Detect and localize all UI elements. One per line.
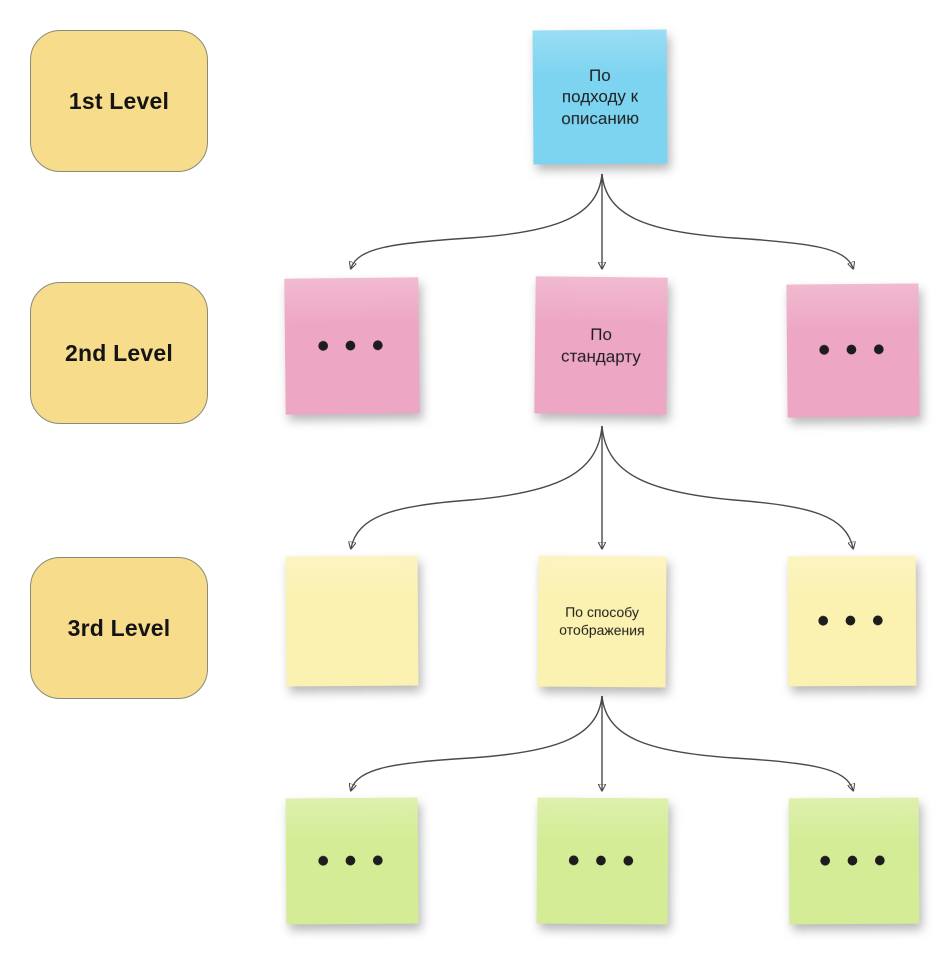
connector-group-level3-to-level4: [351, 695, 853, 790]
sticky-note-yellow-right[interactable]: • • •: [787, 555, 917, 687]
sticky-note-ellipsis: • • •: [818, 330, 888, 370]
note-sheen: [786, 283, 919, 330]
sticky-note-ellipsis: • • •: [819, 841, 889, 880]
note-sheen: [285, 555, 418, 601]
note-sheen: [284, 277, 419, 325]
sticky-note-text: По подходу к описанию: [561, 66, 640, 128]
level-label-2nd: 2nd Level: [65, 339, 173, 366]
sticky-note-ellipsis: • • •: [317, 841, 387, 880]
sticky-note-ellipsis: • • •: [316, 326, 387, 366]
connector-group-level1-to-level2: [351, 173, 853, 268]
note-sheen: [285, 797, 418, 842]
note-sheen: [787, 555, 916, 601]
connector-l2-to-left: [351, 425, 603, 548]
sticky-note-podhod[interactable]: По подходу к описанию: [532, 29, 668, 165]
sticky-note-green-right[interactable]: • • •: [788, 797, 920, 925]
note-sheen: [537, 797, 669, 842]
sticky-note-pink-right[interactable]: • • •: [786, 283, 920, 418]
sticky-note-standart[interactable]: По стандарту: [534, 276, 668, 415]
sticky-note-green-mid[interactable]: • • •: [536, 797, 669, 925]
level-box-3rd: 3rd Level: [30, 557, 208, 699]
level-box-1st: 1st Level: [30, 30, 208, 172]
note-sheen: [788, 797, 919, 842]
connector-l2-to-right: [601, 425, 853, 548]
connector-group-level2-to-level3: [351, 425, 853, 548]
sticky-note-green-left[interactable]: • • •: [285, 797, 419, 925]
sticky-note-ellipsis: • • •: [567, 841, 638, 880]
sticky-note-text: По способу отображения: [559, 603, 645, 638]
note-sheen: [538, 555, 667, 601]
connector-l1-to-right: [601, 173, 853, 268]
connector-l3-to-right: [601, 695, 853, 790]
sticky-note-yellow-left[interactable]: [285, 555, 419, 687]
level-label-3rd: 3rd Level: [67, 614, 171, 641]
level-box-2nd: 2nd Level: [30, 282, 208, 424]
sticky-note-sposob[interactable]: По способу отображения: [537, 555, 667, 688]
note-sheen: [535, 276, 668, 325]
sticky-note-pink-left[interactable]: • • •: [284, 277, 420, 415]
level-label-1st: 1st Level: [68, 87, 170, 114]
connector-l1-to-left: [351, 173, 603, 268]
sticky-note-ellipsis: • • •: [817, 601, 887, 640]
connector-l3-to-left: [351, 695, 603, 790]
sticky-note-text: По стандарту: [560, 325, 641, 366]
